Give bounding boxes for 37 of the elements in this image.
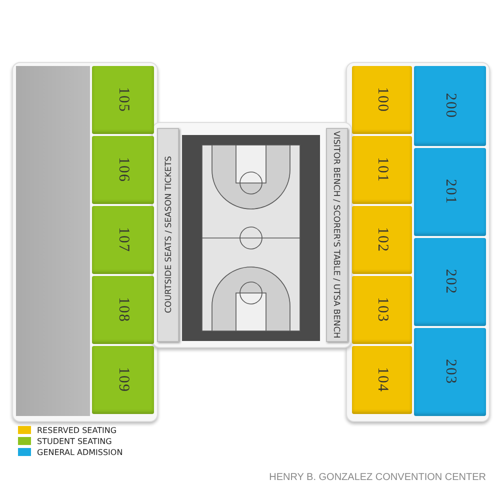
bench-band bbox=[326, 128, 348, 342]
seating-section bbox=[414, 66, 486, 146]
band-label: COURTSIDE SEATS / SEASON TICKETS bbox=[163, 156, 173, 314]
seating-section bbox=[352, 66, 412, 134]
section-number: 203 bbox=[442, 359, 458, 385]
section-number: 105 bbox=[114, 87, 132, 113]
section-number: 104 bbox=[374, 367, 390, 393]
section-number: 201 bbox=[442, 179, 458, 205]
seating-block bbox=[16, 66, 90, 416]
seating-section bbox=[92, 346, 154, 414]
seating-section bbox=[92, 276, 154, 344]
section-number: 109 bbox=[114, 367, 132, 393]
section-number: 102 bbox=[374, 227, 390, 253]
venue-caption: HENRY B. GONZALEZ CONVENTION CENTER bbox=[269, 472, 486, 483]
section-number: 107 bbox=[114, 227, 132, 253]
courtside-band bbox=[157, 128, 179, 342]
legend-label: GENERAL ADMISSION bbox=[37, 448, 123, 456]
seating-section bbox=[414, 148, 486, 236]
seating-section bbox=[92, 66, 154, 134]
section-number: 202 bbox=[442, 269, 458, 295]
seating-section bbox=[92, 136, 154, 204]
section-number: 106 bbox=[114, 157, 132, 183]
seating-section bbox=[352, 346, 412, 414]
section-number: 108 bbox=[114, 297, 132, 323]
seating-section bbox=[352, 206, 412, 274]
section-number: 200 bbox=[442, 93, 458, 119]
legend-label: STUDENT SEATING bbox=[37, 436, 112, 446]
section-number: 103 bbox=[374, 297, 390, 323]
seating-section bbox=[414, 238, 486, 326]
seating-section bbox=[352, 136, 412, 204]
seating-section bbox=[92, 206, 154, 274]
section-number: 100 bbox=[374, 87, 390, 113]
band-label: VISITOR BENCH / SCORER'S TABLE / UTSA BENCH bbox=[332, 131, 342, 339]
legend-label: RESERVED SEATING bbox=[37, 426, 117, 434]
seating-section bbox=[414, 328, 486, 416]
section-number: 101 bbox=[374, 157, 390, 183]
seating-section bbox=[352, 276, 412, 344]
